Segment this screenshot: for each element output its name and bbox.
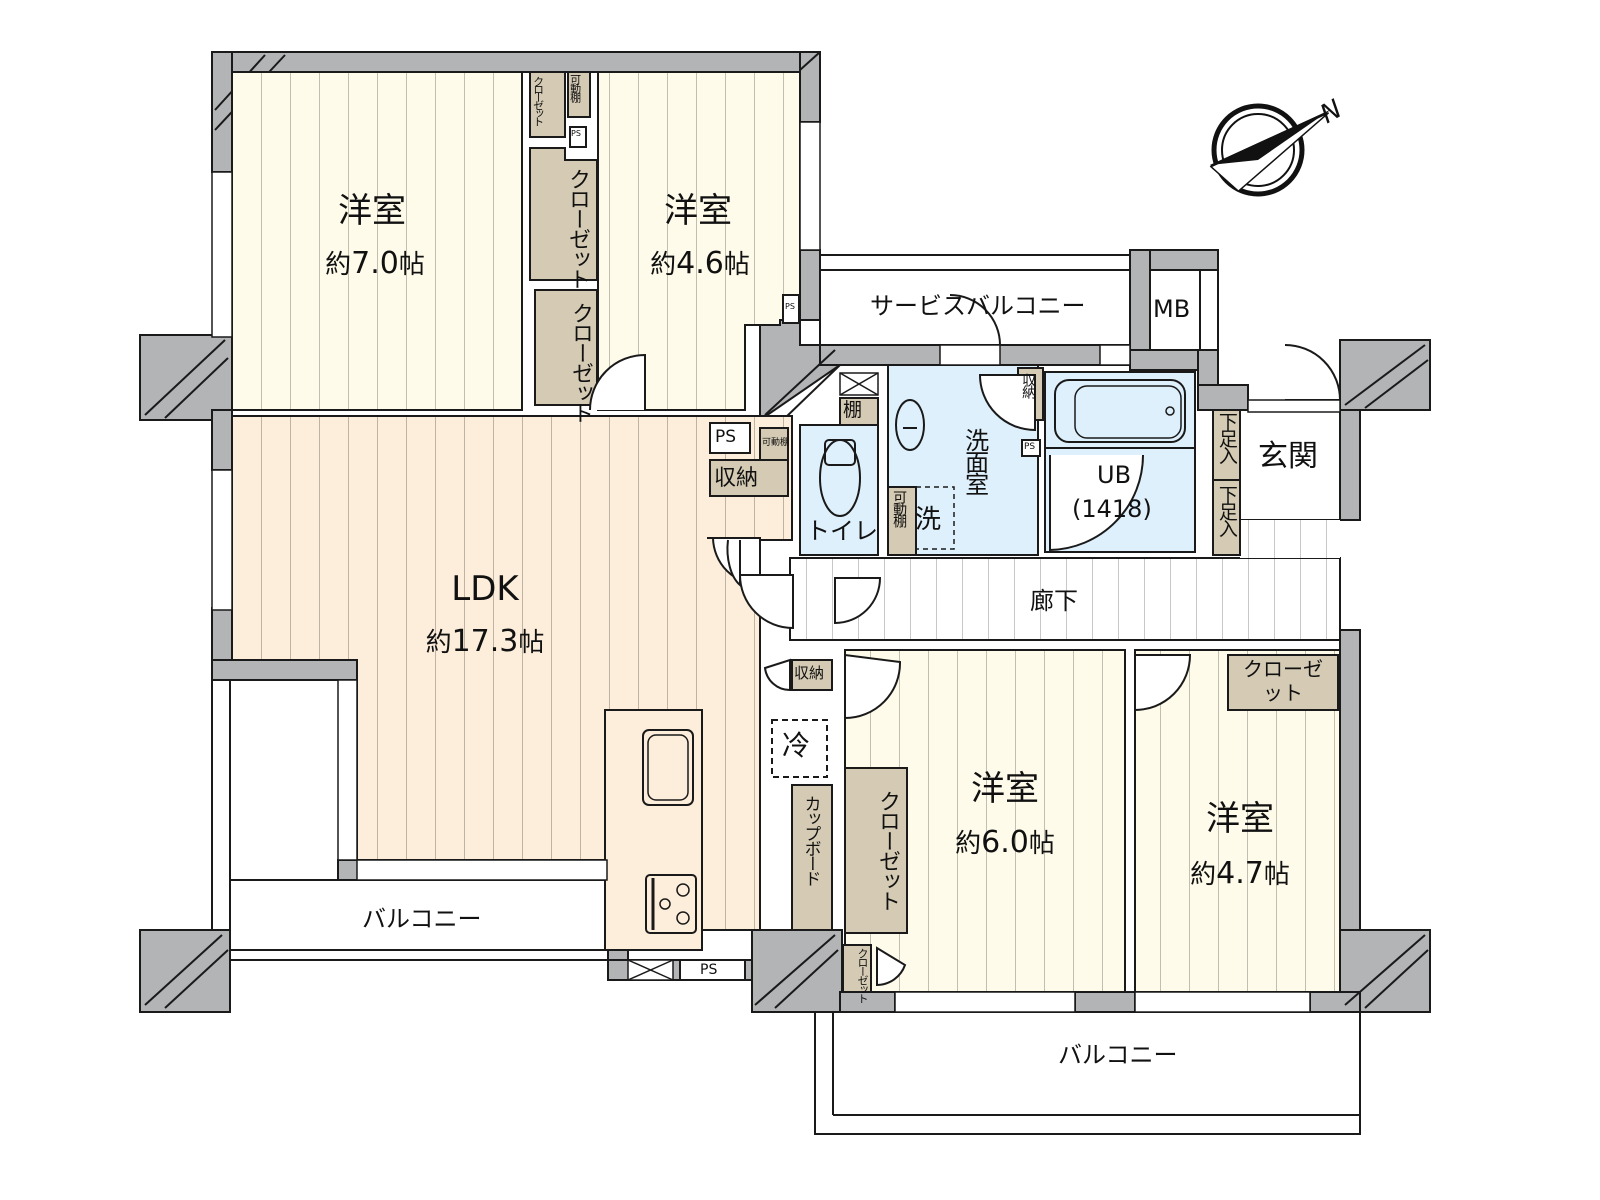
unit-bath-size: (1418) bbox=[1072, 495, 1152, 523]
windows bbox=[211, 121, 1341, 1013]
ps-label-1: PS bbox=[571, 129, 581, 138]
balcony-outlines bbox=[211, 254, 1361, 1135]
compass-icon bbox=[1209, 103, 1330, 197]
ps-label-2: PS bbox=[785, 302, 795, 311]
bathtub-icon bbox=[1054, 379, 1186, 443]
ps-label-5: PS bbox=[700, 962, 718, 978]
shoe-box-label-1: 下足入 bbox=[1215, 412, 1238, 463]
movable-shelf-label-3: 可動棚 bbox=[891, 490, 908, 526]
movable-shelf-label-2: 可動棚 bbox=[762, 438, 790, 448]
storage-blocks bbox=[529, 71, 1339, 993]
entrance-floor bbox=[1239, 409, 1341, 521]
closet-label-1: クローゼット bbox=[531, 76, 545, 124]
shoe-box-label-2: 下足入 bbox=[1215, 485, 1238, 536]
service-balcony-label: サービスバルコニー bbox=[870, 292, 1086, 320]
pipe-spaces bbox=[569, 126, 1041, 981]
closet-label-5: クローゼット bbox=[856, 948, 869, 1002]
toilet-floor bbox=[799, 424, 879, 556]
ps-label-3: PS bbox=[715, 427, 737, 447]
fridge-label: 冷 bbox=[782, 729, 811, 762]
balcony-bottom-label: バルコニー bbox=[1058, 1041, 1178, 1069]
closet-label-2: クローゼット bbox=[565, 168, 590, 288]
washroom-label: 洗面室 bbox=[960, 428, 989, 494]
western-room-7-floor bbox=[231, 71, 523, 411]
doors bbox=[589, 294, 1342, 987]
closet-label-4: クローゼット bbox=[875, 790, 900, 910]
cupboard-label: カップボード bbox=[800, 795, 821, 885]
closet-label-3: クローゼット bbox=[568, 302, 593, 422]
meter-box-label: MB bbox=[1153, 295, 1191, 323]
washbasin-icon bbox=[895, 399, 925, 451]
toilet-label: トイレ bbox=[806, 517, 878, 545]
hallway-label: 廊下 bbox=[1030, 587, 1078, 615]
entrance-label: 玄関 bbox=[1258, 439, 1318, 474]
washer-space bbox=[915, 486, 955, 550]
unit-bath-label: UB bbox=[1097, 461, 1132, 489]
shaft-boxes bbox=[627, 372, 879, 981]
washer-label: 洗 bbox=[915, 505, 942, 535]
storage-label-kitchen: 収納 bbox=[794, 664, 825, 682]
storage-label-wash: 収納 bbox=[1020, 373, 1037, 397]
ps-label-4: PS bbox=[1024, 442, 1036, 452]
sink-icon bbox=[642, 729, 694, 806]
hallway-floor bbox=[789, 557, 1341, 641]
balcony-left-label: バルコニー bbox=[362, 905, 482, 933]
closet-label-6: クローゼット bbox=[1243, 657, 1323, 705]
movable-shelf-label-1: 可動棚 bbox=[568, 74, 582, 101]
stove-icon bbox=[645, 874, 697, 934]
fridge-space bbox=[771, 719, 828, 778]
storage-label-ldk: 収納 bbox=[714, 466, 759, 491]
shelf-label: 棚 bbox=[843, 399, 863, 421]
